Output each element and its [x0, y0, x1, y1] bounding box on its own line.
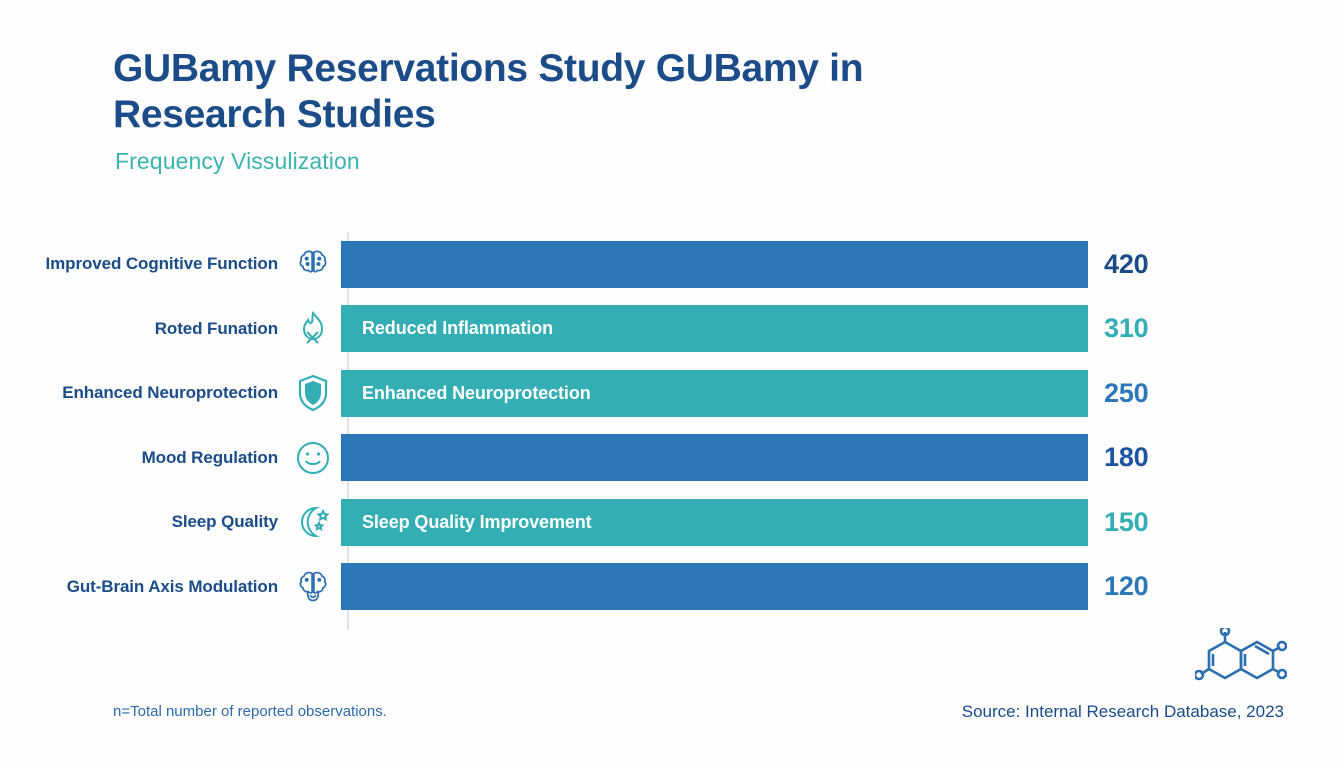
- bar-value-label: 180: [1104, 442, 1149, 473]
- brain-icon: [285, 246, 341, 282]
- smiley-icon: [285, 440, 341, 476]
- category-label: Enhanced Neuroprotection: [62, 383, 278, 403]
- bar-row[interactable]: Sleep Quality Sleep Quality Improvement 15…: [0, 490, 1344, 555]
- bar-row[interactable]: Roted Funation Reduced Inflammation 310: [0, 297, 1344, 362]
- bar-track: [341, 240, 1088, 288]
- bar-track: [341, 563, 1088, 611]
- category-label: Roted Funation: [154, 318, 278, 338]
- page-subtitle: Frequency Vissulization: [115, 148, 360, 175]
- bar-row[interactable]: Improved Cognitive Function 420: [0, 232, 1344, 297]
- bar-inline-label: Sleep Quality Improvement: [362, 511, 592, 532]
- bar[interactable]: Sleep Quality Improvement: [341, 498, 1088, 546]
- flame-no-icon: [285, 309, 341, 349]
- page-title: GUBamy Reservations Study GUBamy in Rese…: [113, 47, 864, 137]
- bar-value-label: 250: [1104, 377, 1149, 408]
- bar[interactable]: Enhanced Neuroprotection: [341, 369, 1088, 417]
- shield-icon: [285, 373, 341, 413]
- bar-track: Sleep Quality Improvement: [341, 498, 1088, 546]
- bar-track: Enhanced Neuroprotection: [341, 369, 1088, 417]
- bar[interactable]: [341, 240, 1088, 288]
- chart-header: GUBamy Reservations Study GUBamy in Rese…: [113, 46, 1013, 175]
- bar-track: [341, 434, 1088, 482]
- bar-value-label: 150: [1104, 506, 1149, 537]
- category-label: Sleep Quality: [171, 512, 279, 532]
- footer-source: Source: Internal Research Database, 2023: [961, 702, 1284, 721]
- bar-row[interactable]: Gut-Brain Axis Modulation 120: [0, 555, 1344, 620]
- bar-inline-label: Reduced Inflammation: [362, 318, 554, 339]
- bar[interactable]: Reduced Inflammation: [341, 305, 1088, 353]
- bar-inline-label: Enhanced Neuroprotection: [362, 382, 591, 403]
- bar[interactable]: [341, 434, 1088, 482]
- bar-row[interactable]: Mood Regulation 180: [0, 426, 1344, 491]
- bar-value-label: 420: [1104, 248, 1149, 279]
- moon-stars-icon: [285, 503, 341, 541]
- bar-track: Reduced Inflammation: [341, 305, 1088, 353]
- bar[interactable]: [341, 563, 1088, 611]
- chart-axis-line: [347, 232, 349, 630]
- gut-brain-icon: [285, 568, 341, 606]
- bar-value-label: 120: [1104, 571, 1149, 602]
- category-label: Mood Regulation: [141, 447, 278, 467]
- category-label: Improved Cognitive Function: [45, 254, 279, 274]
- bar-value-label: 310: [1104, 313, 1149, 344]
- bar-row[interactable]: Enhanced Neuroprotection Enhanced Neuropr…: [0, 361, 1344, 426]
- footer-note: n=Total number of reported observations.: [113, 703, 387, 720]
- category-label: Gut-Brain Axis Modulation: [66, 576, 278, 596]
- molecule-icon: [1193, 625, 1288, 695]
